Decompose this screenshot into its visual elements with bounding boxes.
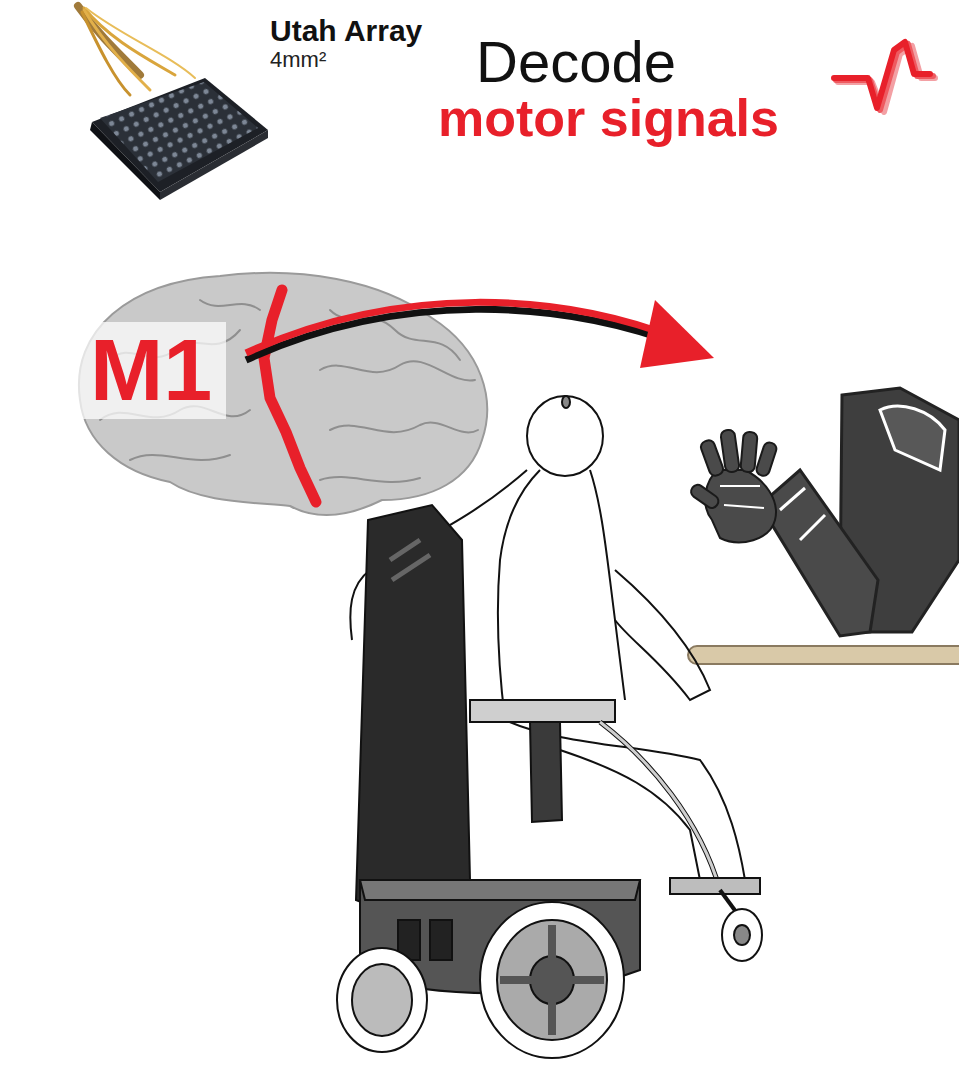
heading-text: Decode — [476, 30, 676, 94]
region-label: M1 — [76, 322, 226, 419]
part-name: Utah Array — [270, 14, 422, 47]
array-wires — [78, 6, 195, 95]
table — [688, 646, 959, 664]
heading-text: motor signals — [438, 90, 779, 147]
robot-arm — [689, 388, 959, 636]
dimension: 4mm² — [270, 48, 326, 72]
wheelchair — [337, 505, 762, 1058]
decode-arrow — [246, 300, 714, 368]
utah-array — [90, 78, 268, 200]
spike-waveform — [834, 42, 935, 112]
